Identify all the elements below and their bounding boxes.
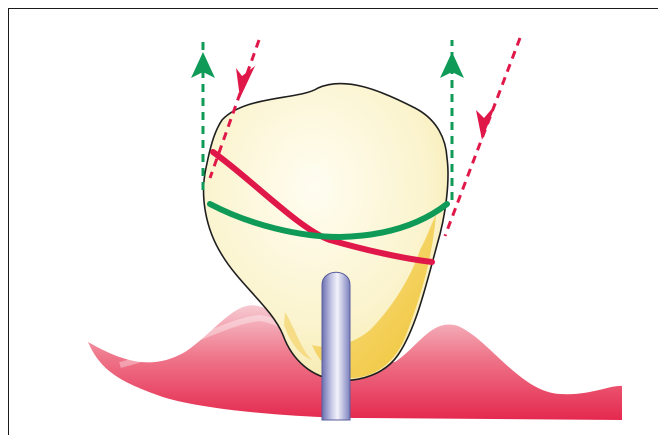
arrow-up-icon xyxy=(440,52,464,78)
arrow-down-icon xyxy=(476,104,496,140)
probe xyxy=(322,272,350,420)
